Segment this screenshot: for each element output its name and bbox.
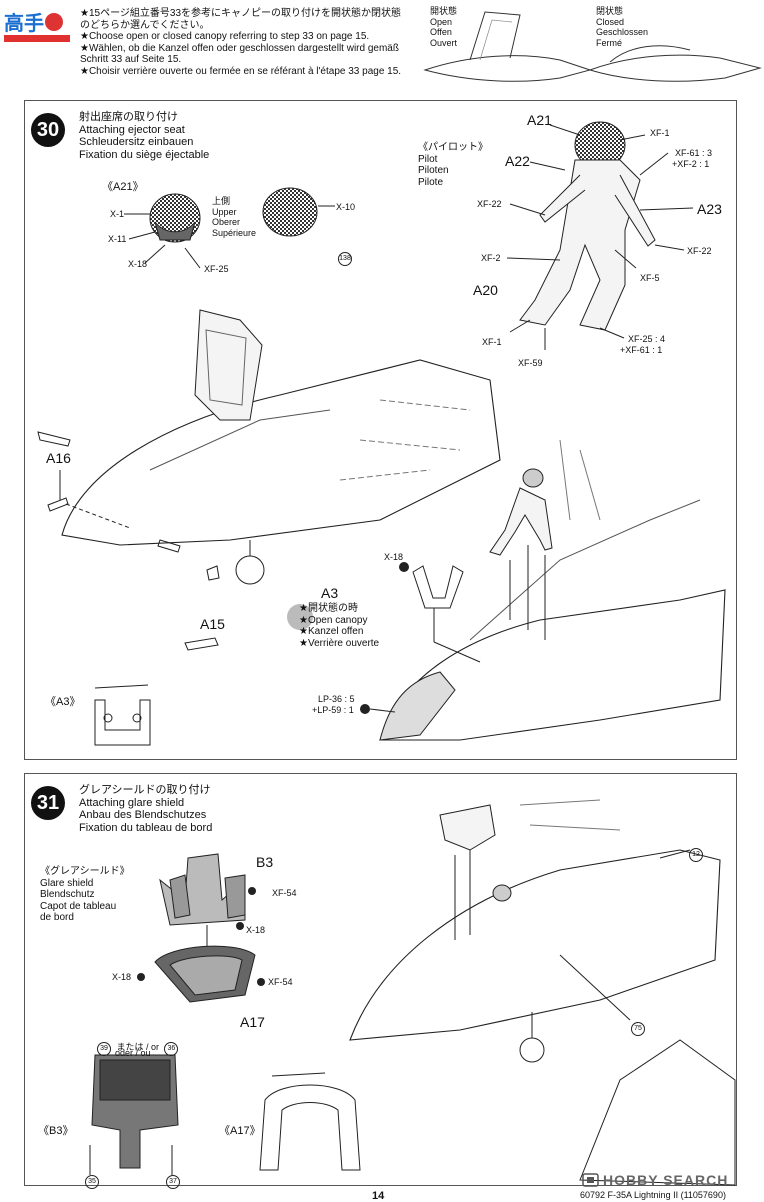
note-line: ★Choisir verrière ouverte ou fermée en s… xyxy=(80,65,402,77)
color-x18c: X-18 xyxy=(112,972,132,982)
color-x18: X-18 xyxy=(128,259,148,269)
pilot-label: 《パイロット》 Pilot Piloten Pilote xyxy=(418,142,488,188)
svg-text:高手: 高手 xyxy=(4,11,44,35)
ref-75: 75 xyxy=(630,1017,646,1036)
color-xf61b: +XF-61 : 1 xyxy=(620,345,663,355)
step-number-31: 31 xyxy=(31,786,65,820)
hobby-search-logo-icon xyxy=(582,1173,599,1187)
color-xf25b: XF-25 : 4 xyxy=(628,334,666,344)
part-a3: A3 xyxy=(321,585,339,601)
note-line: ★15ページ組立番号33を参考にキャノピーの取り付けを開状態か閉状態 xyxy=(80,8,402,19)
color-xf2b: XF-2 xyxy=(481,253,501,263)
color-xf59: XF-59 xyxy=(518,358,543,368)
open-canopy-label: 開状態 Open Offen Ouvert xyxy=(430,6,458,48)
color-xf1: XF-1 xyxy=(650,128,670,138)
step-31-title: グレアシールドの取り付け Attaching glare shield Anba… xyxy=(79,784,213,834)
header-logo: 高手 xyxy=(2,8,72,44)
part-b3: B3 xyxy=(256,854,274,870)
ref-36: 36 xyxy=(164,1041,179,1056)
color-lp59: +LP-59 : 1 xyxy=(312,705,354,715)
header-notes: ★15ページ組立番号33を参考にキャノピーの取り付けを開状態か閉状態 のどちらか… xyxy=(80,8,401,77)
helmet-drawings xyxy=(124,187,335,269)
color-xf61: XF-61 : 3 xyxy=(675,148,713,158)
either-or-note: 39 または / or 36 xyxy=(96,1037,179,1056)
watermark-logo-icon: 高手 xyxy=(4,11,70,42)
hobby-search-watermark: HOBBY SEARCH xyxy=(582,1172,728,1188)
ref-35: 35 xyxy=(84,1170,100,1189)
color-xf1b: XF-1 xyxy=(482,337,502,347)
part-a17: A17 xyxy=(240,1014,265,1030)
part-a20: A20 xyxy=(473,282,498,298)
note-line: ★Choose open or closed canopy referring … xyxy=(80,31,370,42)
color-x18a: X-18 xyxy=(246,925,266,935)
color-xf22a: XF-22 xyxy=(477,199,502,209)
step-31-panel xyxy=(24,773,737,1186)
ref-37: 37 xyxy=(165,1170,181,1189)
step-30-title: 射出座席の取り付け Attaching ejector seat Schleud… xyxy=(79,111,210,161)
a21-helmet-label: 《A21》 xyxy=(102,181,144,193)
color-xf54a: XF-54 xyxy=(272,888,297,898)
color-xf5: XF-5 xyxy=(640,273,660,283)
product-code: 60792 F-35A Lightning II (11057690) xyxy=(580,1190,726,1200)
upper-label: 上側 Upper Oberer Supérieure xyxy=(212,196,257,238)
step-30-panel xyxy=(24,100,737,760)
color-lp36: LP-36 : 5 xyxy=(318,694,355,704)
color-x1: X-1 xyxy=(110,209,125,219)
color-xf2: +XF-2 : 1 xyxy=(672,159,710,169)
ref-138: 138 xyxy=(337,247,353,266)
color-x11: X-11 xyxy=(108,234,127,244)
color-x10: X-10 xyxy=(336,202,356,212)
note-line: ★Wählen, ob die Kanzel offen oder geschl… xyxy=(80,42,399,54)
color-x18b: X-18 xyxy=(384,552,404,562)
closed-canopy-label: 閉状態 Closed Geschlossen Fermé xyxy=(596,6,649,48)
part-a23: A23 xyxy=(697,201,722,217)
a3-detail-label: 《A3》 xyxy=(45,696,81,708)
glare-shield-label: 《グレアシールド》 Glare shield Blendschutz Capot… xyxy=(40,866,130,923)
b3-detail-label: 《B3》 xyxy=(38,1125,74,1137)
color-xf54b: XF-54 xyxy=(268,977,293,987)
ref-39: 39 xyxy=(97,1041,111,1056)
ref-12: 12 xyxy=(688,843,704,862)
color-xf22b: XF-22 xyxy=(687,246,712,256)
header-canopy-drawings xyxy=(423,11,762,82)
color-xf25: XF-25 xyxy=(204,264,229,274)
step-number-30: 30 xyxy=(31,113,65,147)
note-line: のどちらか選んでください。 xyxy=(80,19,210,31)
a17-detail-label: 《A17》 xyxy=(219,1125,261,1137)
part-a16: A16 xyxy=(46,450,71,466)
open-canopy-note: ★開状態の時 ★Open canopy ★Kanzel offen ★Verri… xyxy=(299,603,380,649)
part-a22: A22 xyxy=(505,153,530,169)
either-or-note-2: oder / ou xyxy=(115,1048,151,1058)
part-a21: A21 xyxy=(527,112,552,128)
note-line: Schritt 33 auf Seite 15. xyxy=(80,54,182,65)
part-a15: A15 xyxy=(200,616,225,632)
page-number: 14 xyxy=(372,1190,385,1202)
step-30-drawings xyxy=(37,121,726,746)
